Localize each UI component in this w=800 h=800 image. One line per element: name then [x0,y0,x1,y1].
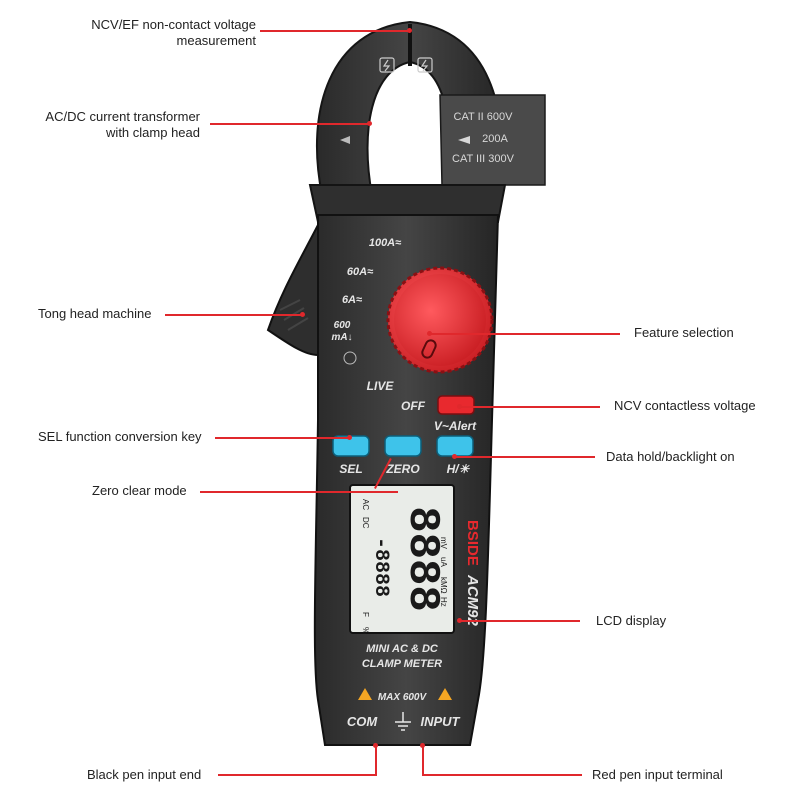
brand-logo: BSIDE [464,520,481,566]
callout-line-black-pen [218,774,376,776]
callout-dot-ct [367,121,372,126]
callout-line-red-pen [422,774,582,776]
lcd-unit-dc: DC [361,517,370,529]
range-100a: 100A≈ [369,237,401,249]
max-current-label: 200A [482,133,508,145]
lcd-unit-f: F [361,612,370,617]
range-ma: mA↓ [331,332,352,343]
range-6a: 6A≈ [342,294,362,306]
callout-line-hold [455,456,595,458]
model-label: ACM92 [464,574,481,627]
callout-tong: Tong head machine [38,306,152,321]
callout-hold: Data hold/backlight on [606,449,735,464]
cat3-label: CAT III 300V [452,153,515,165]
callout-line-black-pen-v [375,745,377,776]
callout-line-sel [215,437,350,439]
warning-icon-left [358,688,372,700]
callout-line-ct [210,123,370,125]
lcd-main-digits: 8888 [397,506,447,612]
hold-key-label: H/☀ [447,462,471,476]
cat2-label: CAT II 600V [454,111,514,123]
lcd-sub-digits: -8888 [369,537,392,597]
callout-line-red-pen-v [422,745,424,776]
callout-ct-line2: with clamp head [106,125,200,140]
range-60a: 60A≈ [347,266,373,278]
callout-red-pen: Red pen input terminal [592,767,723,782]
callout-ncv-ef-line1: NCV/EF non-contact voltage [91,17,256,32]
callout-dot-tong [300,312,305,317]
callout-line-lcd [460,620,580,622]
callout-dot-sel [347,435,352,440]
ncv-icon-right [417,57,433,73]
lcd-unit-kmo: kMΩ [439,577,448,594]
callout-ncv-ef-line2: measurement [176,33,256,48]
sel-key-label: SEL [339,462,362,476]
callout-ct-line1: AC/DC current transformer [45,109,200,124]
warning-icon-right [438,688,452,700]
ground-icon [395,712,411,731]
range-600: 600 [334,320,351,331]
live-label: LIVE [367,379,395,393]
callout-black-pen: Black pen input end [87,767,202,782]
callout-dot-hold [452,454,457,459]
lcd-unit-ac: AC [361,499,370,510]
callout-dot-ncv-ef [407,28,412,33]
zero-key-label: ZERO [385,462,420,476]
ncv-icon-left [379,57,395,73]
callout-line-zero [200,491,398,493]
rating-plate [439,94,546,186]
lcd-content: 8888 -8888 AC DC mV uA kMΩ Hz F % [361,499,448,634]
callout-sel: SEL function conversion key [38,429,202,444]
desc-line1: MINI AC & DC [366,643,439,655]
ncv-sound-icon [343,351,357,365]
hold-key-shape [436,435,474,457]
callout-dot-black-pen [373,743,378,748]
input-label: INPUT [421,714,461,729]
callout-dot-ncv-voltage [457,404,462,409]
callout-lcd: LCD display [596,613,667,628]
dial-pointer [421,339,437,359]
lcd-unit-ua: uA [439,557,448,567]
callout-ct: AC/DC current transformer with clamp hea… [10,109,200,141]
callout-feature: Feature selection [634,325,734,340]
lcd-unit-pct: % [361,627,370,634]
lcd-unit-hz: Hz [439,597,448,607]
lcd-screen [349,484,455,634]
callout-ncv-ef: NCV/EF non-contact voltage measurement [40,17,256,49]
callout-line-ncv-voltage [460,406,600,408]
callout-dot-lcd [457,618,462,623]
callout-line-feature [430,333,620,335]
callout-dot-red-pen [420,743,425,748]
jaw-gap [408,24,412,66]
com-label: COM [347,714,379,729]
callout-ncv-voltage: NCV contactless voltage [614,398,756,413]
ncv-button-shape [437,395,475,415]
callout-line-tong [165,314,303,316]
max-voltage-label: MAX 600V [378,692,428,703]
off-label: OFF [401,399,426,413]
zero-key-shape [384,435,422,457]
callout-zero: Zero clear mode [92,483,187,498]
tong-lever [266,224,319,357]
desc-line2: CLAMP METER [362,658,442,670]
v-alert-label: V~Alert [434,419,477,433]
callout-dot-feature [427,331,432,336]
callout-line-ncv-ef [260,30,410,32]
lcd-unit-mv: mV [439,537,448,550]
